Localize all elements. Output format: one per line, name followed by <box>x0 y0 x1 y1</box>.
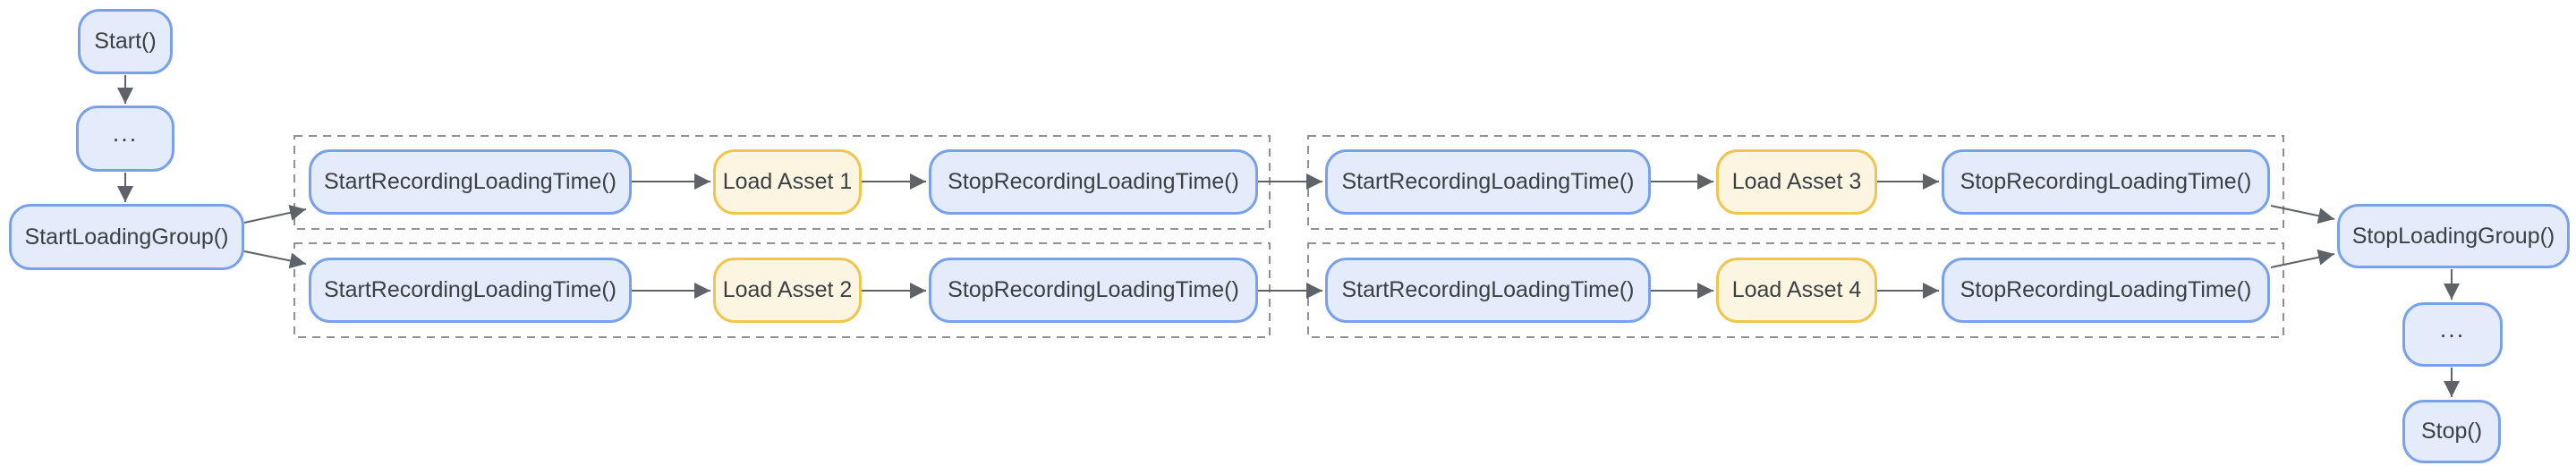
node-g2-r1-stop-recording: StopRecordingLoadingTime() <box>1942 149 2270 215</box>
node-g1-r2-start-recording: StartRecordingLoadingTime() <box>309 258 632 323</box>
node-start-loading-group: StartLoadingGroup() <box>9 204 244 270</box>
edge-startloadinggroup-to-row2 <box>243 250 307 269</box>
node-g2-r2-load-asset-4: Load Asset 4 <box>1716 258 1877 323</box>
post-ellipsis-label: ... <box>2439 315 2466 343</box>
edge-row1-to-stoploadinggroup <box>2270 205 2335 224</box>
node-g1-r2-stop-recording: StopRecordingLoadingTime() <box>929 258 1258 323</box>
node-g1-r1-load-asset-1: Load Asset 1 <box>713 149 862 215</box>
node-pre-ellipsis: ... <box>76 106 174 172</box>
node-g1-r1-start-recording: StartRecordingLoadingTime() <box>309 149 632 215</box>
node-stop-loading-group: StopLoadingGroup() <box>2337 204 2570 268</box>
node-post-ellipsis: ... <box>2402 302 2503 367</box>
edge-row2-to-stoploadinggroup <box>2270 249 2335 268</box>
edge-startloadinggroup-to-row1 <box>243 205 307 224</box>
node-g2-r1-start-recording: StartRecordingLoadingTime() <box>1325 149 1651 215</box>
node-stop: Stop() <box>2402 400 2501 463</box>
node-start: Start() <box>78 9 173 74</box>
pre-ellipsis-label: ... <box>112 119 139 147</box>
node-g1-r2-load-asset-2: Load Asset 2 <box>713 258 862 323</box>
node-g1-r1-stop-recording: StopRecordingLoadingTime() <box>929 149 1258 215</box>
node-g2-r2-stop-recording: StopRecordingLoadingTime() <box>1942 258 2270 323</box>
node-g2-r1-load-asset-3: Load Asset 3 <box>1716 149 1877 215</box>
node-g2-r2-start-recording: StartRecordingLoadingTime() <box>1325 258 1651 323</box>
